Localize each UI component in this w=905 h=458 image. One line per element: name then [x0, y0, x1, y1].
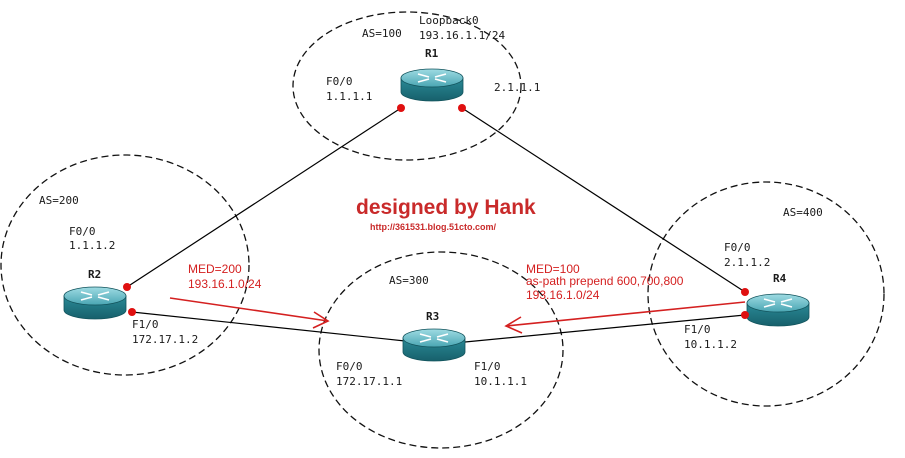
r4-f10-name: F1/0 — [684, 323, 711, 336]
r3-f00-name: F0/0 — [336, 360, 363, 373]
r1-f00-ip: 1.1.1.1 — [326, 90, 372, 103]
med-100-label: MED=100 — [526, 262, 580, 276]
r4-f00-ip: 2.1.1.2 — [724, 256, 770, 269]
router-r4-label: R4 — [773, 272, 787, 285]
as400-zone — [647, 181, 885, 407]
router-r3-icon — [402, 328, 466, 362]
r1-right-port — [458, 104, 466, 112]
link-r1-r4 — [461, 107, 746, 293]
as400-label: AS=400 — [783, 206, 823, 219]
r3-f10-name: F1/0 — [474, 360, 501, 373]
r4-f00-port — [741, 288, 749, 296]
as100-zone — [292, 11, 522, 161]
r2-f00-port — [123, 283, 131, 291]
router-r2-icon — [63, 286, 127, 320]
diagram-title: designed by Hank — [356, 196, 536, 219]
arrow-med-200 — [169, 297, 330, 329]
aspath-prepend-label: as-path prepend 600,700,800 — [526, 274, 684, 288]
link-r3-r4 — [464, 314, 746, 343]
r4-f10-ip: 10.1.1.2 — [684, 338, 737, 351]
r4-f10-port — [741, 311, 749, 319]
r2-f10-name: F1/0 — [132, 318, 159, 331]
r3-f10-ip: 10.1.1.1 — [474, 375, 527, 388]
router-r4-icon — [746, 293, 810, 327]
as300-zone — [318, 251, 564, 449]
r1-f00-name: F0/0 — [326, 75, 353, 88]
r2-f10-ip: 172.17.1.2 — [132, 333, 198, 346]
arrow-med-100 — [504, 301, 746, 334]
r2-f00-ip: 1.1.1.2 — [69, 239, 115, 252]
as200-zone — [0, 154, 250, 376]
r4-f00-name: F0/0 — [724, 241, 751, 254]
author-url: http://361531.blog.51cto.com/ — [370, 222, 497, 232]
r1-right-ip: 2.1.1.1 — [494, 81, 540, 94]
link-r2-r3 — [131, 311, 406, 342]
med-100-prefix: 193.16.1.0/24 — [526, 288, 600, 302]
router-r3-label: R3 — [426, 310, 439, 323]
r1-f00-port — [397, 104, 405, 112]
r1-loopback-name: Loopback0 — [419, 14, 479, 27]
as300-label: AS=300 — [389, 274, 429, 287]
router-r2-label: R2 — [88, 268, 101, 281]
med-200-prefix: 193.16.1.0/24 — [188, 277, 262, 291]
r1-loopback-ip: 193.16.1.1/24 — [419, 29, 505, 42]
router-r1-label: R1 — [425, 47, 439, 60]
med-200-label: MED=200 — [188, 262, 242, 276]
r2-f10-port — [128, 308, 136, 316]
r3-f00-ip: 172.17.1.1 — [336, 375, 402, 388]
link-r1-r2 — [126, 107, 402, 288]
router-r1-icon — [400, 68, 464, 102]
as200-label: AS=200 — [39, 194, 79, 207]
as100-label: AS=100 — [362, 27, 402, 40]
r2-f00-name: F0/0 — [69, 225, 96, 238]
